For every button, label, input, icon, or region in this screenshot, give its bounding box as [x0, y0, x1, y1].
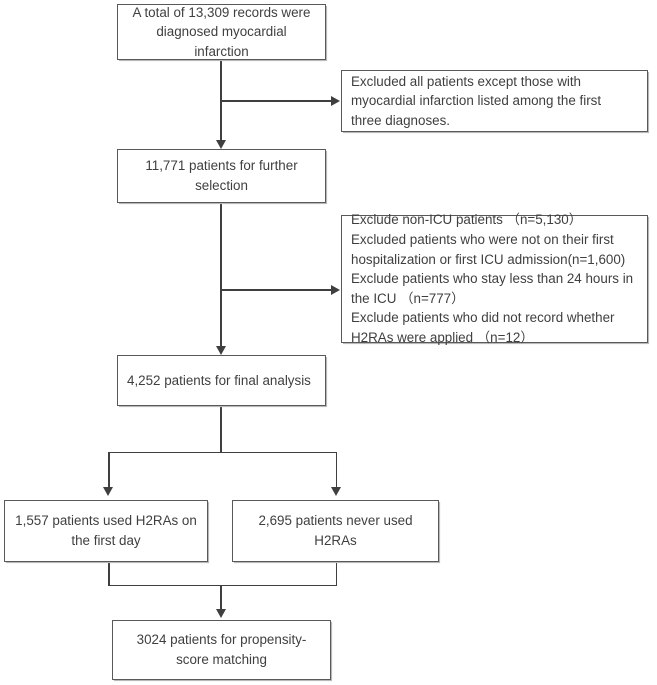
connector-merge-right-drop [335, 562, 338, 586]
node-used-h2ras-label: 1,557 patients used H2RAs on the first d… [15, 513, 197, 548]
node-further-selection: 11,771 patients for further selection [117, 149, 326, 203]
node-final-analysis-label: 4,252 patients for final analysis [127, 372, 311, 388]
arrowhead-to-final-analysis [215, 346, 226, 355]
connector-merge-bar [108, 584, 337, 587]
node-propensity-matching: 3024 patients for propensity- score matc… [112, 620, 331, 680]
connector-split-right-drop [335, 451, 338, 490]
connector-further-to-final [220, 203, 222, 348]
node-exclusion-second-label: Exclude non-ICU patients （n=5,130） Exclu… [351, 212, 634, 345]
connector-merge-stem [220, 584, 222, 611]
node-propensity-matching-label: 3024 patients for propensity- score matc… [136, 632, 307, 667]
arrowhead-to-exclusion-first [331, 95, 340, 106]
arrowhead-to-propensity-matching [215, 609, 226, 618]
node-exclusion-second: Exclude non-ICU patients （n=5,130） Exclu… [341, 212, 648, 345]
node-exclusion-first-label: Excluded all patients except those with … [351, 73, 602, 128]
connector-split-left-drop [108, 451, 110, 490]
node-further-selection-label: 11,771 patients for further selection [145, 158, 298, 193]
node-total-records-label: A total of 13,309 records were diagnosed… [132, 4, 311, 59]
connector-branch-to-exclusion-first [220, 100, 333, 102]
node-never-used-h2ras: 2,695 patients never used H2RAs [232, 500, 439, 562]
connector-final-split-bar [108, 451, 337, 454]
arrowhead-to-further-selection [215, 140, 226, 149]
connector-branch-to-exclusion-second [220, 289, 333, 291]
node-never-used-h2ras-label: 2,695 patients never used H2RAs [258, 513, 413, 548]
connector-merge-left-drop [108, 562, 110, 586]
arrowhead-to-used-h2ras [103, 487, 114, 496]
node-total-records: A total of 13,309 records were diagnosed… [117, 4, 326, 60]
connector-final-split-stem [220, 406, 222, 453]
node-final-analysis: 4,252 patients for final analysis [117, 355, 326, 406]
arrowhead-to-never-used-h2ras [330, 487, 341, 496]
node-used-h2ras: 1,557 patients used H2RAs on the first d… [4, 500, 208, 562]
arrowhead-to-exclusion-second [331, 284, 340, 295]
node-exclusion-first: Excluded all patients except those with … [341, 70, 648, 132]
